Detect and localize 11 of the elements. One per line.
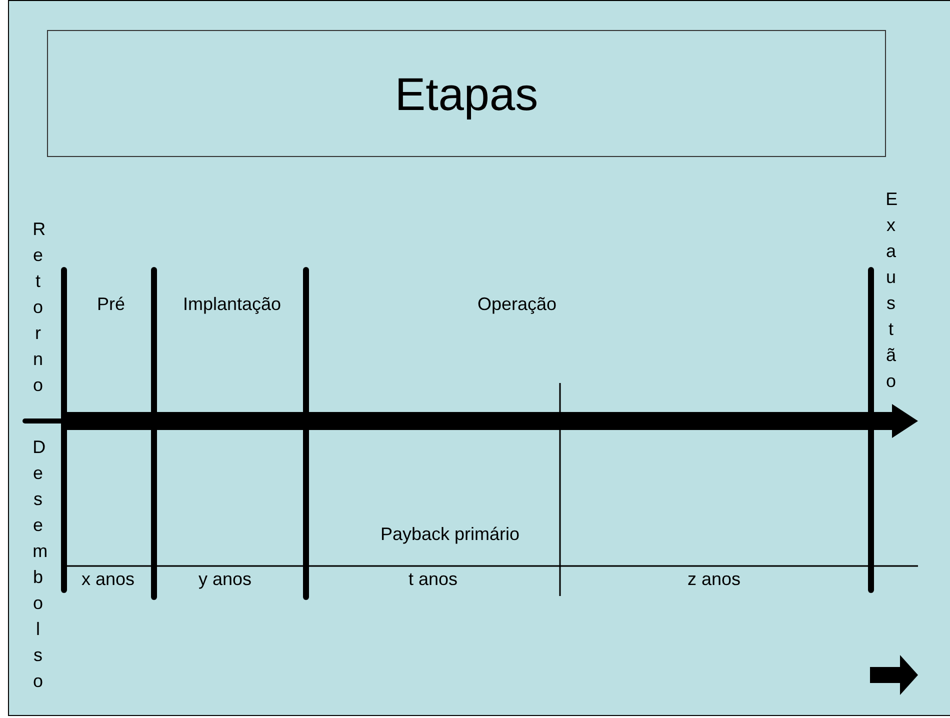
title-box: Etapas [47,30,886,157]
period-label: y anos [198,570,252,588]
period-label: x anos [81,570,135,588]
period-label: z anos [687,570,741,588]
axis-label: Exaustão [886,188,896,393]
stage-label: Implantação [182,295,282,313]
stage-label: Operação [477,295,557,313]
period-label: t anos [408,570,458,588]
stage-label: Pré [97,295,125,313]
payback-label: Payback primário [380,525,520,543]
axis-label: Retorno [32,218,44,397]
